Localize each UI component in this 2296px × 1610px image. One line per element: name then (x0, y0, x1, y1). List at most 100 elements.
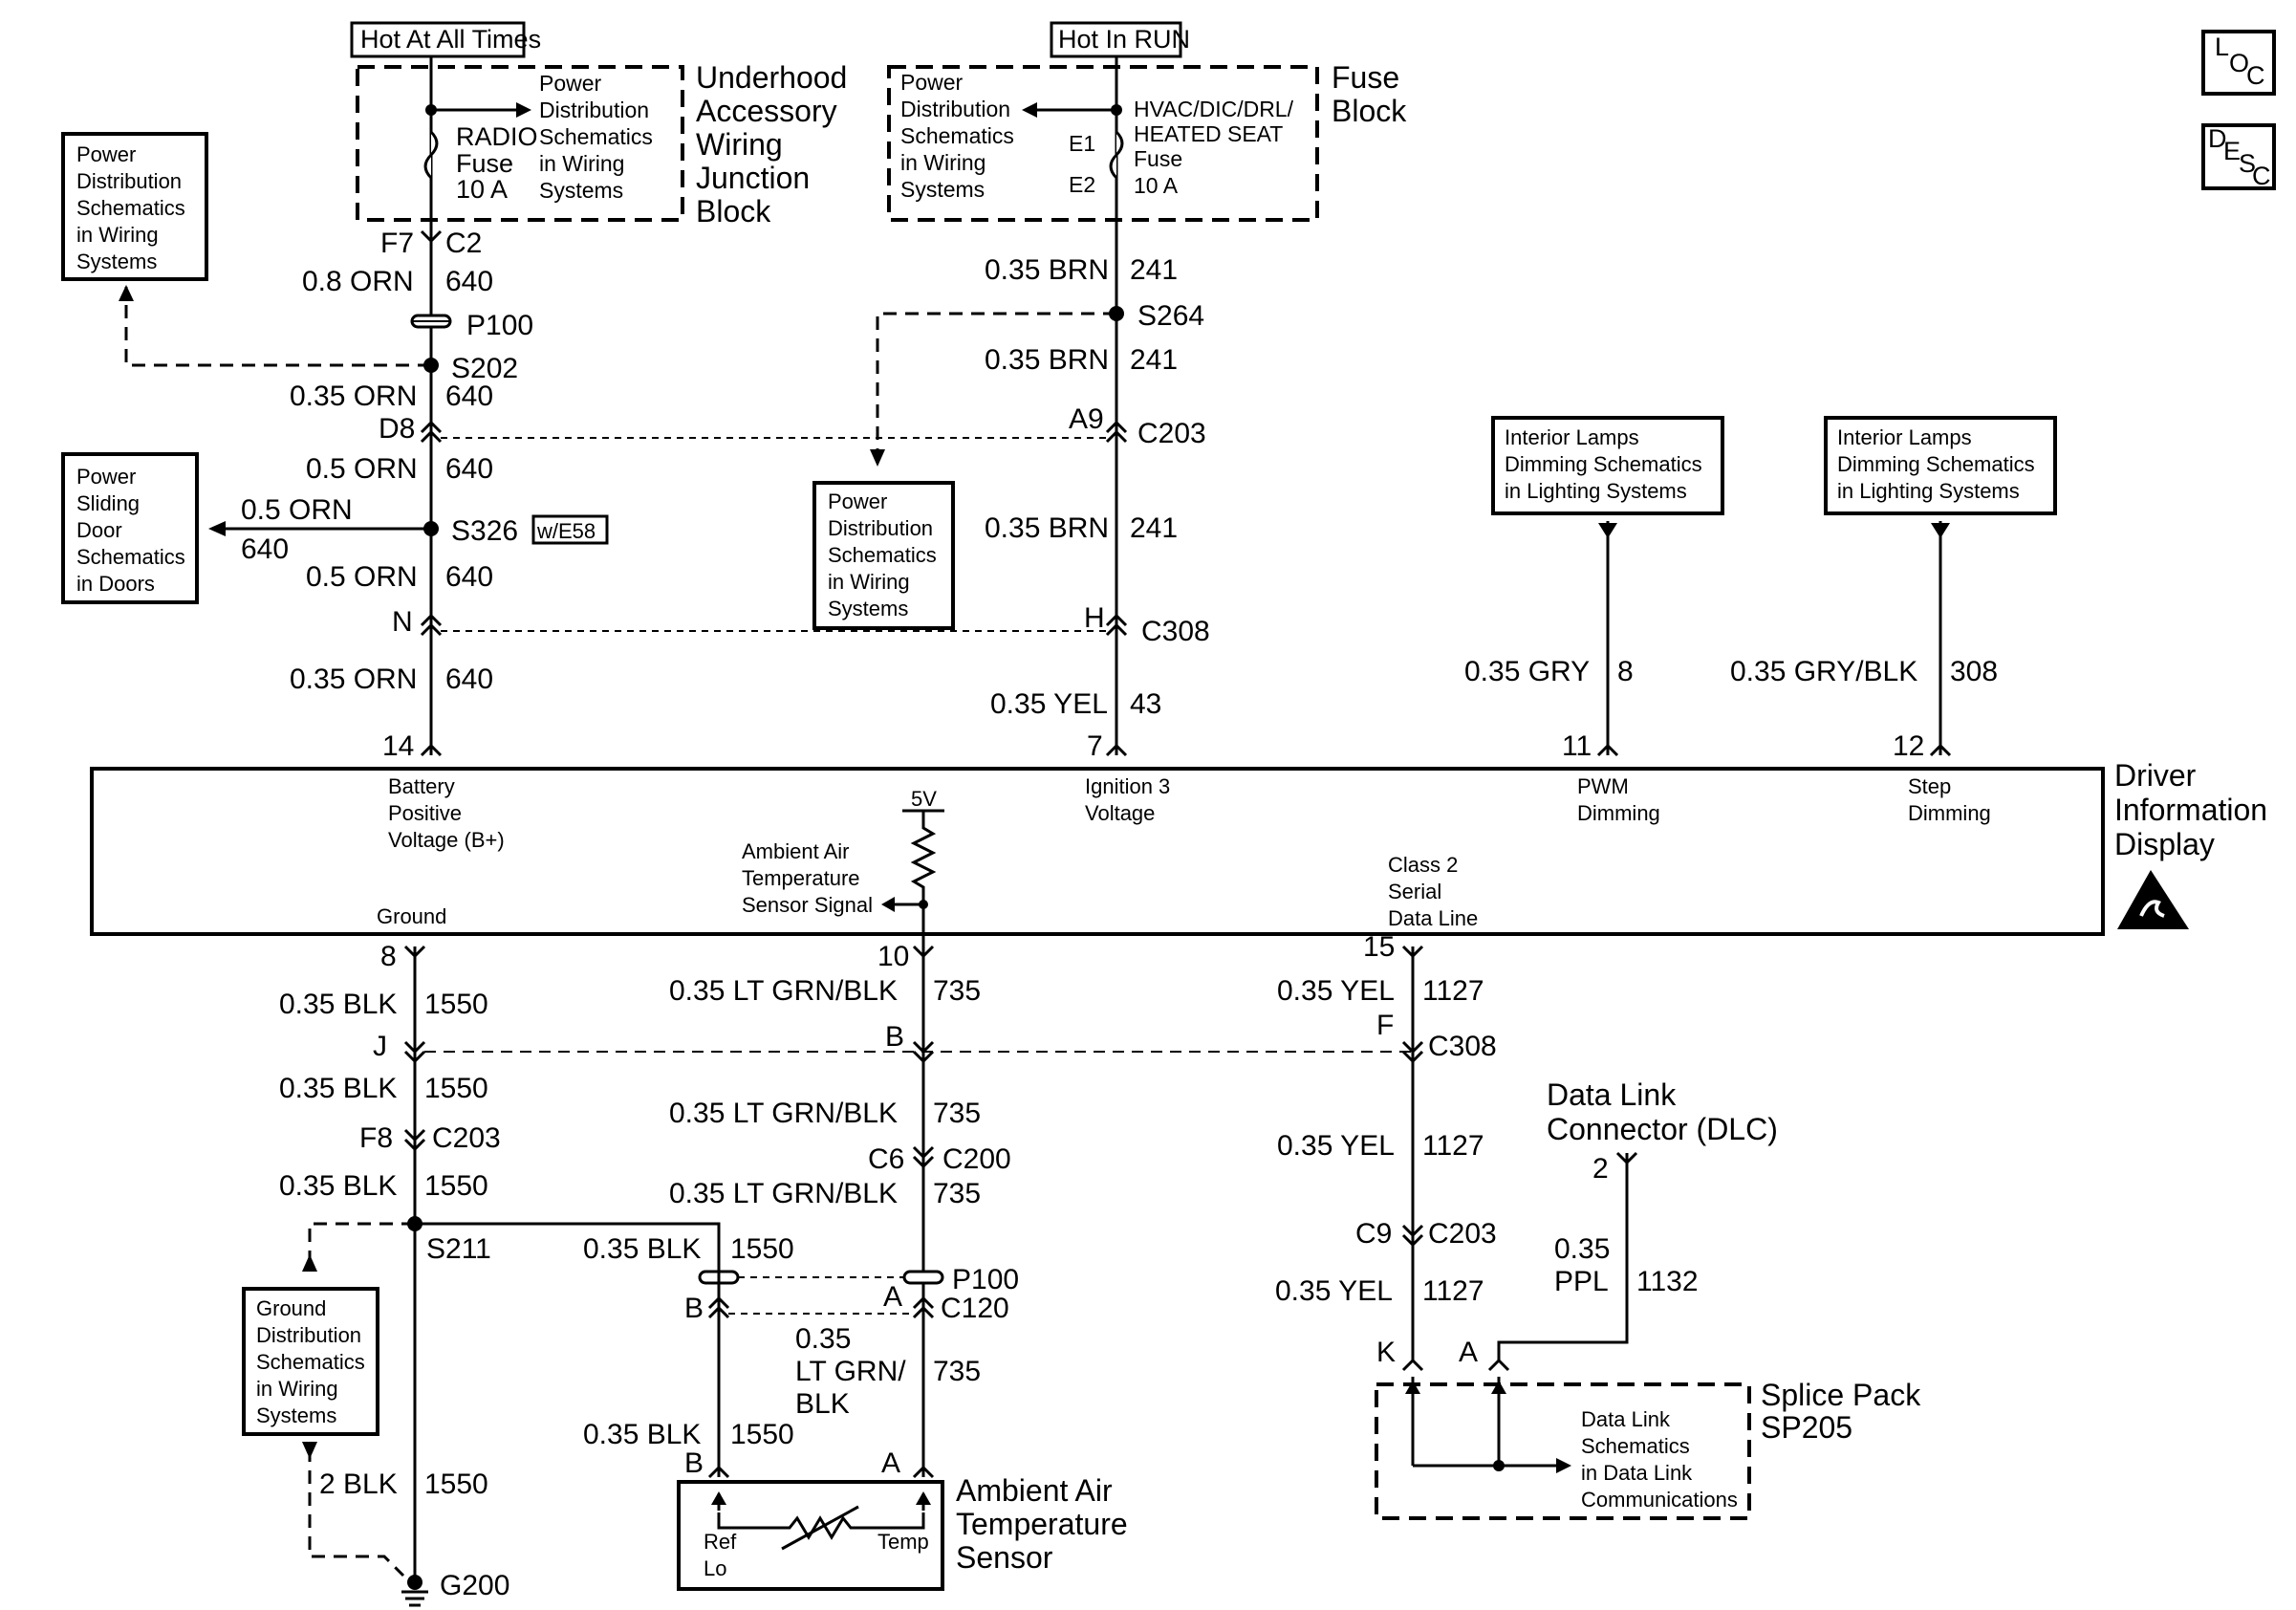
svg-text:241: 241 (1130, 344, 1178, 376)
svg-text:G200: G200 (440, 1570, 509, 1601)
ambient-air-temp-sensor: Ref Lo Temp Ambient Air Temperature Sens… (677, 1473, 1128, 1591)
power-distribution-ref-left[interactable]: Power Distribution Schematics in Wiring … (61, 132, 208, 281)
svg-text:1550: 1550 (424, 1170, 488, 1202)
svg-text:0.5 ORN: 0.5 ORN (241, 494, 353, 526)
svg-text:8: 8 (1617, 656, 1634, 687)
dimming-ref-right[interactable]: Interior Lamps Dimming Schematics in Lig… (1824, 416, 2057, 515)
svg-text:10 A: 10 A (1134, 173, 1179, 198)
svg-text:0.35: 0.35 (795, 1323, 851, 1355)
b-plus-circuit: F7 C2 0.8 ORN 640 P100 S202 0.35 ORN 640… (119, 228, 609, 762)
svg-text:Fuse: Fuse (1134, 146, 1182, 171)
svg-text:BLK: BLK (795, 1388, 850, 1420)
svg-text:Interior Lamps: Interior Lamps (1837, 425, 1972, 449)
svg-text:in Lighting Systems: in Lighting Systems (1837, 479, 2020, 503)
svg-text:S211: S211 (426, 1233, 491, 1265)
svg-text:735: 735 (933, 1098, 981, 1129)
svg-text:H: H (1084, 602, 1105, 634)
svg-text:735: 735 (933, 1356, 981, 1387)
loc-icon[interactable]: L O C (2201, 30, 2276, 96)
svg-text:43: 43 (1130, 688, 1161, 720)
svg-text:HEATED SEAT: HEATED SEAT (1134, 121, 1283, 146)
svg-text:0.35 LT GRN/BLK: 0.35 LT GRN/BLK (669, 975, 898, 1007)
desc-icon[interactable]: D E S C (2201, 123, 2276, 190)
svg-text:Wiring: Wiring (696, 127, 783, 162)
svg-text:0.35 YEL: 0.35 YEL (1277, 1130, 1395, 1162)
svg-text:Systems: Systems (539, 178, 623, 203)
svg-text:Schematics: Schematics (256, 1350, 365, 1374)
svg-text:Hot In RUN: Hot In RUN (1058, 25, 1190, 54)
svg-text:0.8 ORN: 0.8 ORN (302, 266, 414, 297)
svg-text:K: K (1376, 1337, 1396, 1368)
svg-text:C203: C203 (1137, 418, 1206, 449)
svg-text:Ground: Ground (377, 904, 446, 928)
svg-text:Systems: Systems (900, 177, 985, 202)
svg-text:Temperature: Temperature (956, 1507, 1128, 1541)
svg-text:1550: 1550 (424, 989, 488, 1020)
svg-text:Data Line: Data Line (1388, 906, 1478, 930)
svg-text:Driver: Driver (2114, 758, 2197, 793)
svg-text:10: 10 (877, 941, 909, 972)
svg-text:Temp: Temp (877, 1530, 929, 1554)
svg-text:Ignition 3: Ignition 3 (1085, 774, 1170, 798)
underhood-junction-block: RADIO Fuse 10 A Power Distribution Schem… (356, 56, 847, 234)
svg-text:0.35 BLK: 0.35 BLK (583, 1419, 701, 1450)
svg-text:Schematics: Schematics (1581, 1434, 1690, 1458)
svg-text:2: 2 (1592, 1153, 1609, 1185)
svg-text:0.35 BRN: 0.35 BRN (985, 512, 1109, 544)
svg-text:0.35 BLK: 0.35 BLK (279, 989, 397, 1020)
svg-text:10 A: 10 A (456, 175, 508, 204)
svg-text:0.5 ORN: 0.5 ORN (306, 453, 418, 485)
svg-text:Class 2: Class 2 (1388, 853, 1458, 877)
svg-text:PPL: PPL (1554, 1266, 1609, 1297)
svg-text:Fuse: Fuse (456, 149, 513, 178)
thermistor-icon (717, 1505, 925, 1551)
svg-text:0.35 BRN: 0.35 BRN (985, 344, 1109, 376)
svg-text:in Lighting Systems: in Lighting Systems (1505, 479, 1687, 503)
svg-text:C: C (2246, 61, 2265, 90)
svg-text:1132: 1132 (1636, 1266, 1699, 1297)
power-distribution-ref-mid[interactable]: Power Distribution Schematics in Wiring … (812, 481, 955, 630)
sliding-door-ref[interactable]: Power Sliding Door Schematics in Doors (61, 452, 199, 604)
svg-text:Distribution: Distribution (539, 98, 649, 122)
svg-text:7: 7 (1087, 730, 1103, 762)
svg-text:Power: Power (76, 465, 136, 489)
svg-text:D: D (2208, 124, 2227, 153)
svg-text:C2: C2 (445, 228, 482, 259)
svg-text:Schematics: Schematics (828, 543, 937, 567)
svg-text:C6: C6 (868, 1143, 904, 1175)
svg-text:S264: S264 (1137, 300, 1204, 332)
svg-text:1127: 1127 (1422, 1275, 1484, 1307)
ignition-circuit: 0.35 BRN 241 S264 0.35 BRN 241 A9 C203 0… (870, 234, 1210, 762)
svg-text:in Wiring: in Wiring (828, 570, 910, 594)
svg-text:640: 640 (445, 664, 493, 695)
svg-text:735: 735 (933, 1178, 981, 1209)
svg-text:Schematics: Schematics (76, 545, 185, 569)
svg-text:B: B (684, 1293, 704, 1324)
svg-text:0.35 YEL: 0.35 YEL (990, 688, 1108, 720)
svg-text:Distribution: Distribution (828, 516, 933, 540)
svg-text:Step: Step (1908, 774, 1951, 798)
svg-text:640: 640 (445, 453, 493, 485)
svg-text:Temperature: Temperature (742, 866, 860, 890)
dimming-ref-left[interactable]: Interior Lamps Dimming Schematics in Lig… (1491, 416, 1724, 515)
svg-text:640: 640 (445, 561, 493, 593)
svg-text:Data Link: Data Link (1547, 1077, 1677, 1112)
svg-text:Accessory: Accessory (696, 94, 837, 128)
svg-text:Splice Pack: Splice Pack (1761, 1378, 1921, 1412)
svg-text:SP205: SP205 (1761, 1410, 1852, 1445)
svg-text:F8: F8 (359, 1122, 393, 1154)
svg-text:1127: 1127 (1422, 975, 1484, 1007)
svg-text:Sensor Signal: Sensor Signal (742, 893, 873, 917)
svg-text:in Wiring: in Wiring (76, 223, 159, 247)
step-dimming-circuit: 0.35 GRY/BLK 308 12 (1730, 521, 1998, 762)
svg-text:A: A (1459, 1337, 1478, 1368)
svg-text:A: A (883, 1281, 902, 1313)
svg-text:0.35: 0.35 (1554, 1233, 1610, 1265)
ground-distribution-ref[interactable]: Ground Distribution Schematics in Wiring… (242, 1287, 379, 1436)
svg-text:308: 308 (1950, 656, 1998, 687)
svg-text:P100: P100 (952, 1264, 1019, 1295)
svg-text:Distribution: Distribution (256, 1323, 361, 1347)
svg-text:0.35 LT GRN/BLK: 0.35 LT GRN/BLK (669, 1178, 898, 1209)
svg-text:J: J (373, 1031, 387, 1062)
svg-text:D8: D8 (379, 413, 415, 445)
